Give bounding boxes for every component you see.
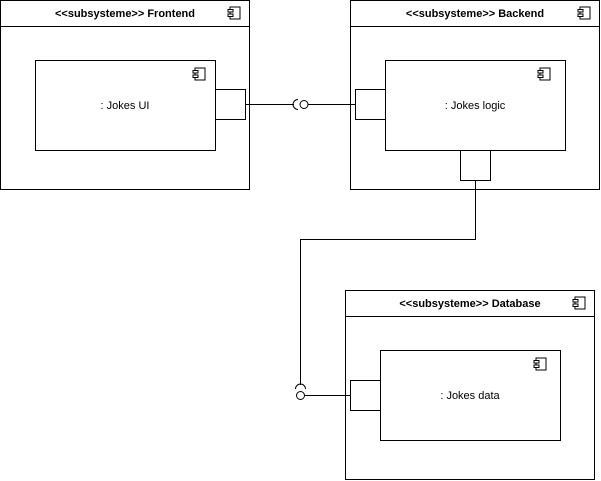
port-jokes-data[interactable]	[350, 380, 381, 411]
component-jokes-ui-label: : Jokes UI	[101, 100, 150, 112]
component-icon	[577, 6, 591, 20]
component-icon	[227, 6, 241, 20]
connector-logic-data[interactable]	[295, 180, 476, 400]
required-interface-socket	[295, 383, 306, 390]
component-icon	[537, 67, 551, 81]
subsystem-database-title: <<subsysteme>> Database	[399, 298, 540, 310]
connector-ui-logic[interactable]	[245, 99, 356, 110]
provided-interface-ball	[296, 391, 305, 400]
component-jokes-ui[interactable]: : Jokes UI	[35, 60, 246, 151]
provided-interface-ball	[299, 100, 309, 109]
component-jokes-logic-box	[385, 60, 566, 151]
subsystem-backend-title: <<subsysteme>> Backend	[406, 8, 544, 20]
component-icon	[192, 67, 206, 81]
component-jokes-data-label: : Jokes data	[440, 390, 500, 402]
component-jokes-logic-label: : Jokes logic	[445, 100, 506, 112]
component-icon	[533, 357, 547, 371]
subsystem-frontend-title: <<subsysteme>> Frontend	[55, 8, 195, 20]
required-interface-socket	[292, 99, 299, 110]
component-jokes-data[interactable]: : Jokes data	[350, 350, 561, 441]
component-jokes-data-box	[380, 350, 561, 441]
port-jokes-logic-bottom[interactable]	[460, 150, 491, 181]
port-jokes-ui[interactable]	[215, 89, 246, 120]
port-jokes-logic-left[interactable]	[355, 89, 386, 120]
connector-line	[300, 180, 476, 385]
component-icon	[572, 296, 586, 310]
component-jokes-logic[interactable]: : Jokes logic	[355, 60, 566, 181]
